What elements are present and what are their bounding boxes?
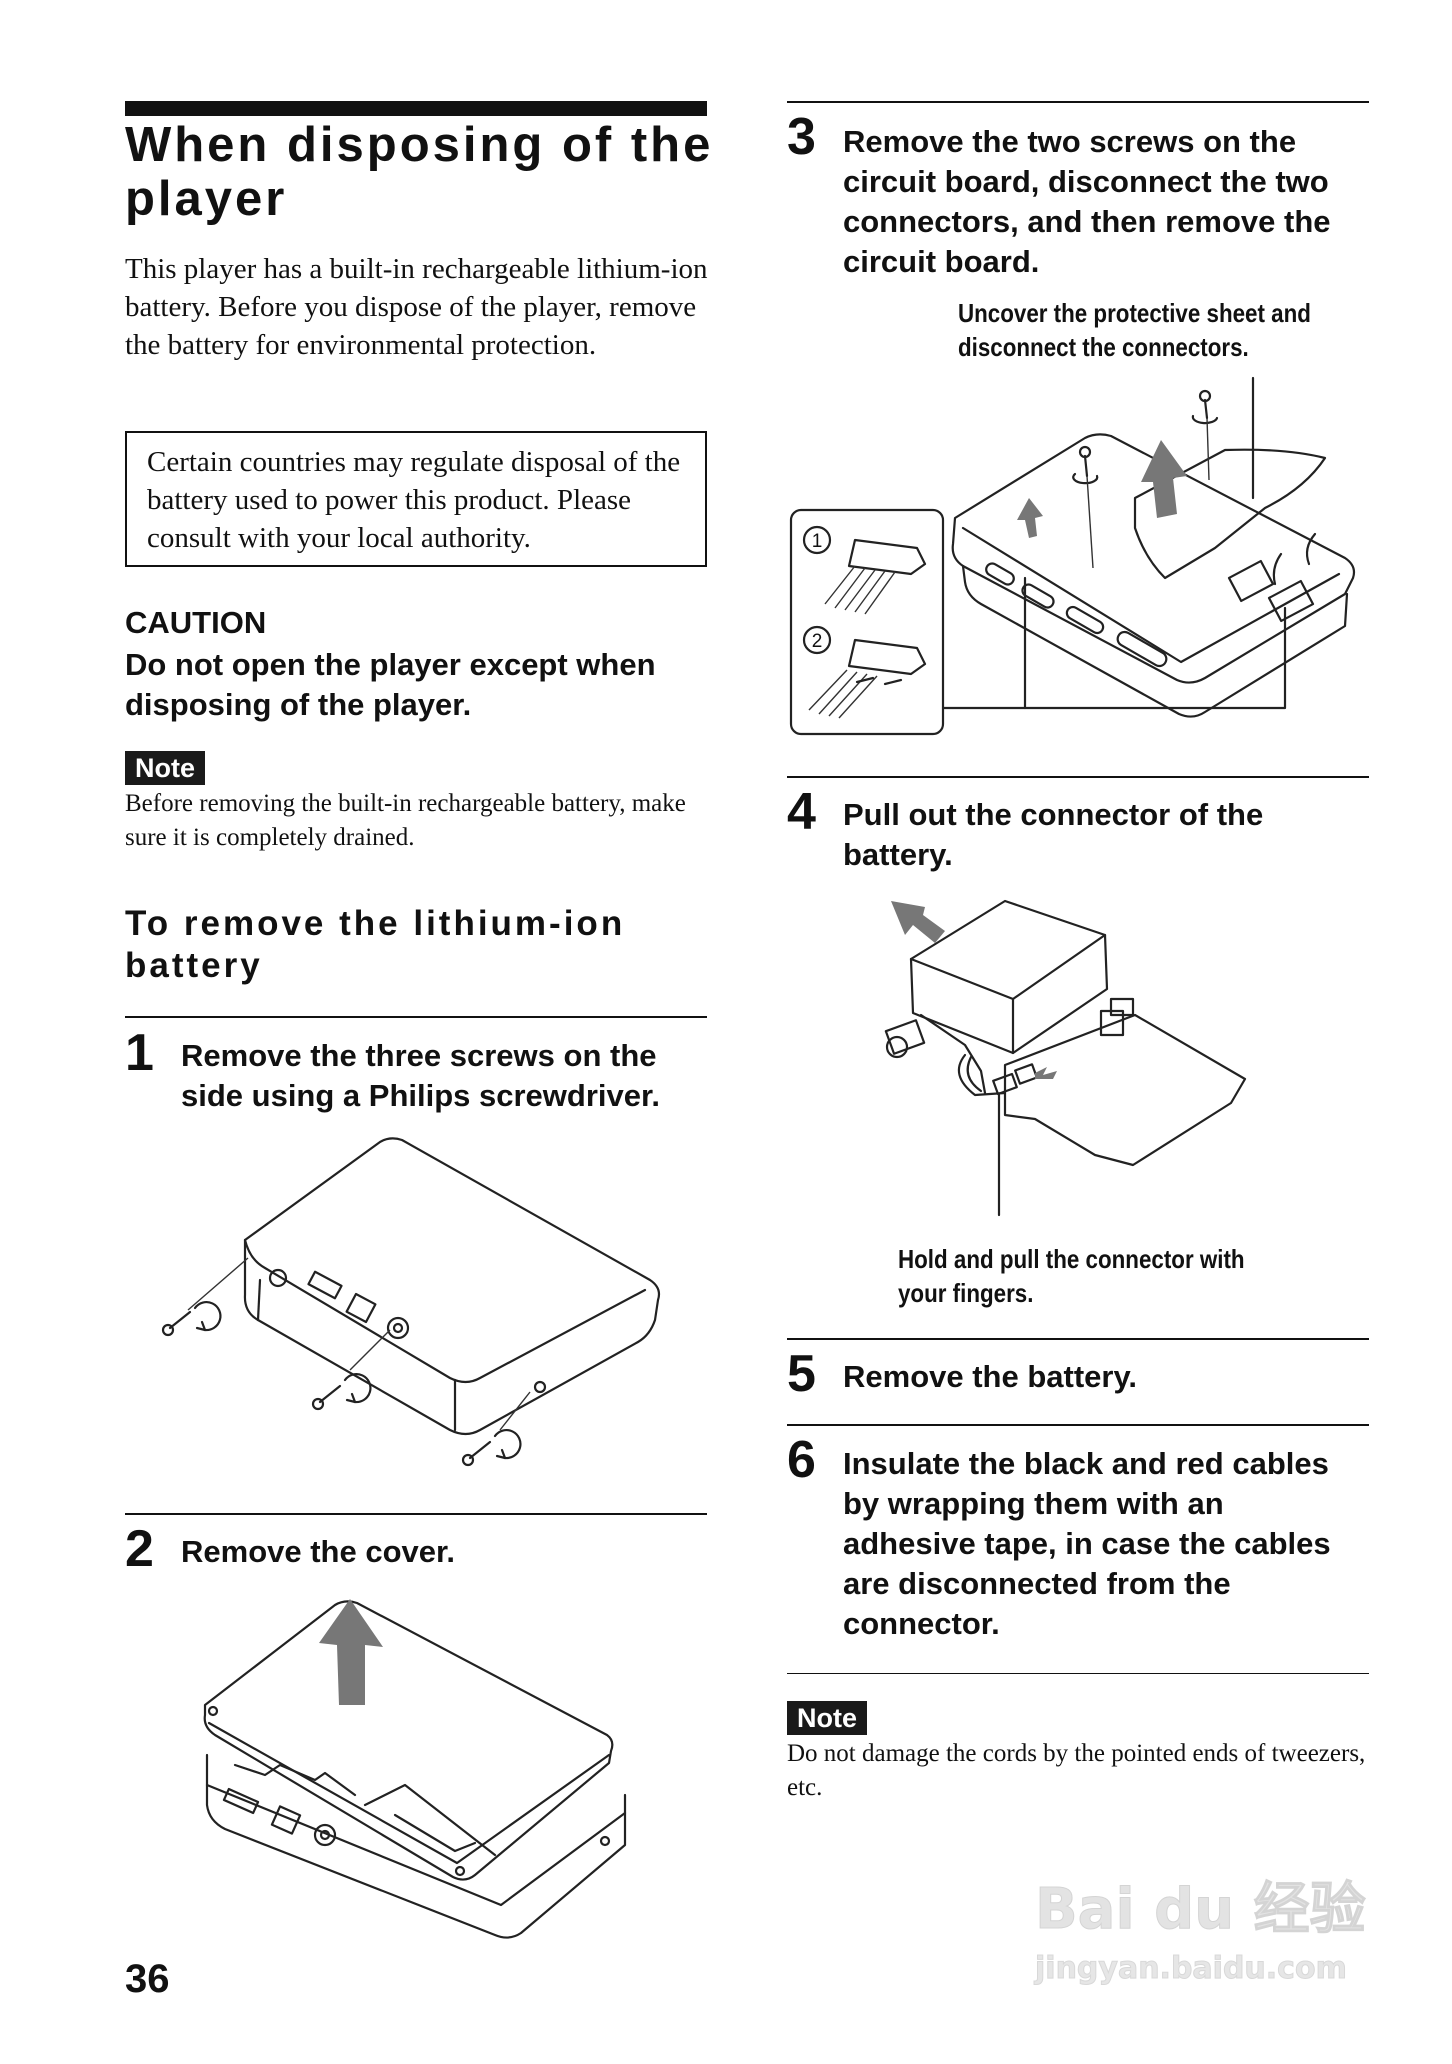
step-2-rule: [125, 1513, 707, 1515]
step-3-number: 3: [787, 108, 816, 166]
step-4-text: Pull out the connector of the battery.: [843, 797, 1264, 872]
step-3-illustration: 1 2: [789, 376, 1356, 736]
step-1-rule: [125, 1016, 707, 1018]
step-6-text: Insulate the black and red cables by wra…: [843, 1446, 1331, 1641]
note-1-text: Before removing the built-in rechargeabl…: [125, 790, 686, 851]
screw-icon: [161, 1301, 222, 1337]
note-2-badge: Note: [787, 1701, 867, 1735]
step-4-illustration: [884, 899, 1247, 1217]
regulation-notice-box: Certain countries may regulate disposal …: [125, 431, 707, 567]
step-3-text: Remove the two screws on the circuit boa…: [843, 124, 1331, 279]
step-5-rule: [787, 1338, 1369, 1340]
step-1-text: Remove the three screws on the side usin…: [181, 1038, 660, 1113]
step-6-bottom-rule: [787, 1673, 1369, 1674]
step-4-rule: [787, 776, 1369, 778]
step-2-number: 2: [125, 1520, 154, 1578]
caution-heading: CAUTION: [125, 605, 267, 640]
step-2-text: Remove the cover.: [181, 1534, 455, 1569]
up-arrow-icon: [319, 1599, 383, 1705]
screw-icon: [461, 1429, 522, 1467]
title-bar: [125, 101, 707, 116]
step-5-text: Remove the battery.: [843, 1359, 1138, 1394]
page-number: 36: [125, 1957, 170, 2001]
step-6-rule: [787, 1424, 1369, 1426]
up-left-arrow-icon: [891, 901, 945, 943]
subheading-remove-battery: To remove the lithium-ion battery: [125, 904, 626, 985]
step-5-number: 5: [787, 1345, 816, 1403]
step-3-callout: Uncover the protective sheet and disconn…: [958, 298, 1311, 362]
curved-arrow-icon: [1305, 532, 1317, 566]
step-4-callout: Hold and pull the connector with your fi…: [898, 1244, 1245, 1308]
step-4-number: 4: [787, 783, 816, 841]
step-6-number: 6: [787, 1431, 816, 1489]
up-arrow-icon: [1141, 440, 1187, 518]
curved-arrow-icon: [1272, 552, 1283, 586]
inset-label-2: 2: [812, 631, 823, 652]
connector-inset: [789, 508, 945, 736]
inset-label-1: 1: [812, 531, 823, 552]
note-2: Note Do not damage the cords by the poin…: [787, 1701, 1367, 1805]
intro-paragraph: This player has a built-in rechargeable …: [125, 253, 708, 361]
regulation-notice-text: Certain countries may regulate disposal …: [147, 446, 681, 554]
up-arrow-icon: [1017, 498, 1043, 538]
note-1: Note Before removing the built-in rechar…: [125, 751, 725, 855]
right-arrow-icon: [1035, 1067, 1057, 1079]
step-2-illustration: [203, 1599, 627, 1939]
step-3-rule: [787, 101, 1369, 103]
screw-icon: [1191, 389, 1219, 425]
screw-icon: [311, 1373, 372, 1411]
step-1-number: 1: [125, 1024, 154, 1082]
caution-text: Do not open the player except when dispo…: [125, 647, 656, 722]
note-2-text: Do not damage the cords by the pointed e…: [787, 1740, 1366, 1801]
note-1-badge: Note: [125, 751, 205, 785]
page-title: When disposing of the player: [125, 118, 714, 226]
screw-icon: [1072, 445, 1099, 485]
baidu-watermark-logo: Bai du 经验: [1035, 1877, 1367, 1942]
step-1-illustration: [161, 1137, 661, 1467]
baidu-watermark-url: jingyan.baidu.com: [1035, 1951, 1348, 1986]
